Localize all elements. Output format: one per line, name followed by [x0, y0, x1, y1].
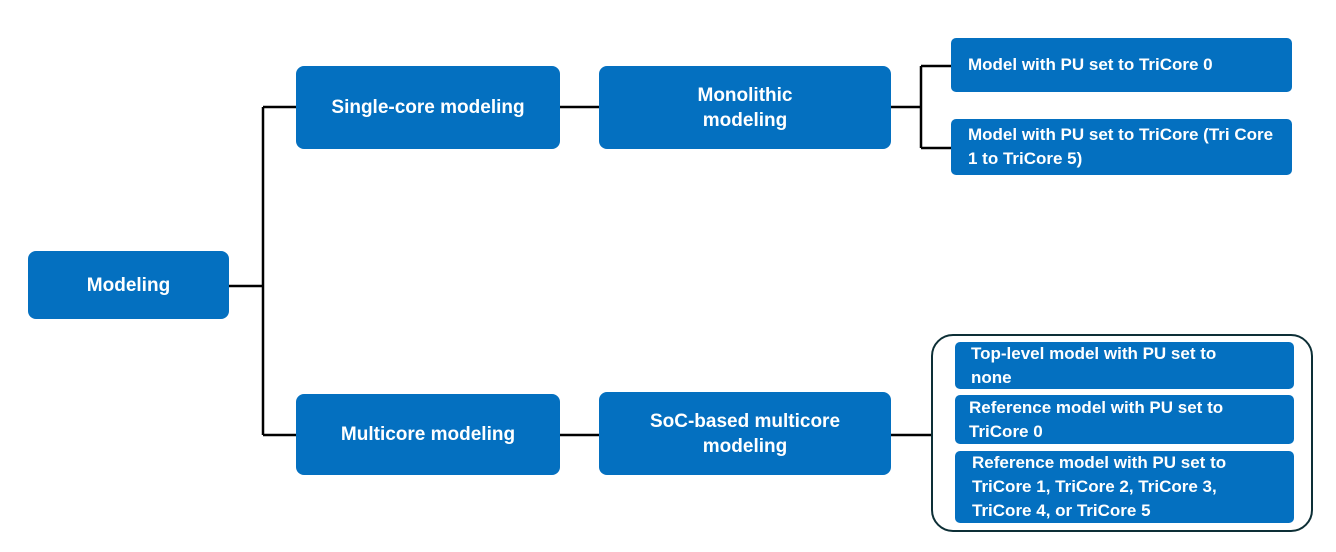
connector-root-to-branches — [228, 105, 297, 437]
node-reference-model-pu-tricore-0: Reference model with PU set to TriCore 0 — [955, 395, 1294, 444]
node-modeling: Modeling — [28, 251, 229, 319]
node-reference-model-pu-tricore-1-to-5: Reference model with PU set to TriCore 1… — [955, 451, 1294, 523]
node-model-pu-tricore-0: Model with PU set to TriCore 0 — [951, 38, 1292, 92]
node-single-core-modeling: Single-core modeling — [296, 66, 560, 149]
node-soc-based-multicore-modeling: SoC-based multicore modeling — [599, 392, 891, 475]
connector-monolithic-to-leaves — [890, 64, 952, 150]
node-model-pu-tricore-1-to-5: Model with PU set to TriCore (Tri Core 1… — [951, 119, 1292, 175]
node-top-level-model-pu-none: Top-level model with PU set to none — [955, 342, 1294, 389]
node-monolithic-modeling: Monolithic modeling — [599, 66, 891, 149]
node-multicore-modeling: Multicore modeling — [296, 394, 560, 475]
